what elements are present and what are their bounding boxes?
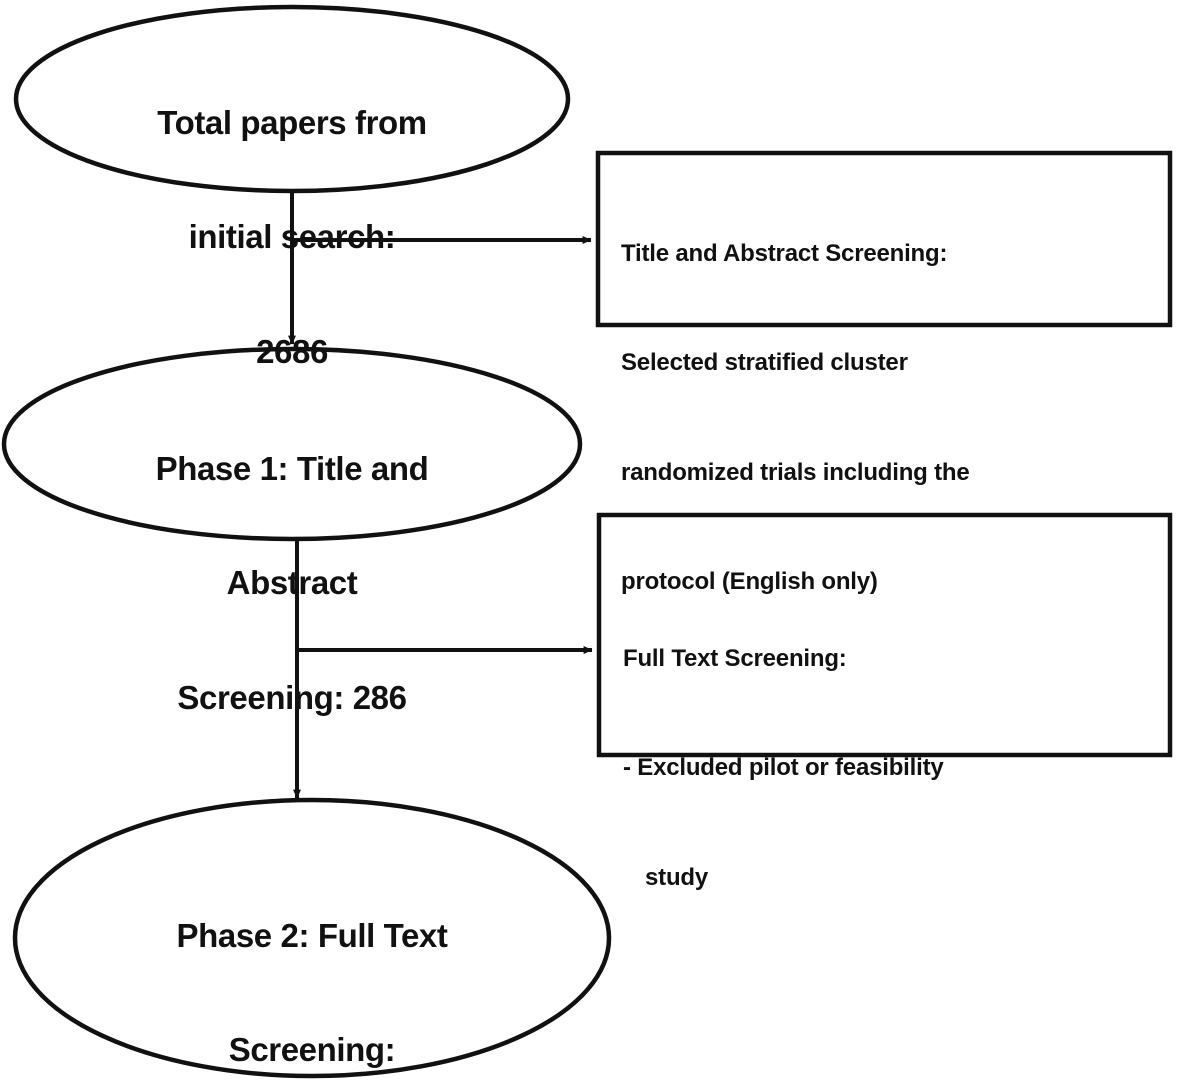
node-phase-2-ellipse — [12, 797, 612, 1079]
node-full-text-criteria[interactable] — [599, 515, 1170, 755]
node-phase-1-ellipse — [1, 346, 583, 542]
node-title-abstract-criteria[interactable] — [598, 153, 1170, 325]
node-initial-search[interactable] — [16, 7, 568, 191]
node-phase-1[interactable] — [4, 349, 580, 539]
node-full-text-criteria-box — [596, 512, 1173, 758]
node-title-abstract-criteria-box — [595, 150, 1173, 328]
node-phase-2[interactable] — [15, 800, 609, 1076]
